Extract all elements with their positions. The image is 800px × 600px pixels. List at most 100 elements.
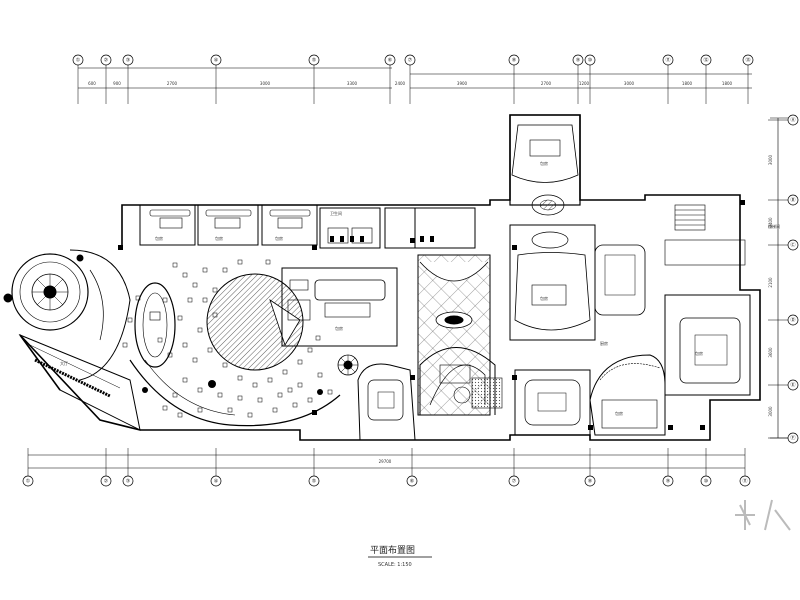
grid-axis-label: ⑧ bbox=[588, 479, 593, 485]
grid-axis-bubble: ⑫ bbox=[700, 54, 712, 66]
chair bbox=[272, 407, 278, 413]
grid-axis-label: ⑩ bbox=[704, 479, 709, 485]
chair bbox=[307, 347, 313, 353]
room-label: 包房 bbox=[615, 410, 623, 416]
chair bbox=[297, 382, 303, 388]
chair bbox=[252, 382, 258, 388]
central-private-room bbox=[281, 267, 398, 347]
grid-axis-bubble: ⑤ bbox=[308, 54, 320, 66]
private-room-right-middle bbox=[509, 224, 646, 341]
room-label: 大厅 bbox=[60, 360, 68, 366]
grid-axis-bubble: Ⓔ bbox=[787, 379, 799, 391]
grid-axis-bubble: ⑨ bbox=[572, 54, 584, 66]
right-dimension-ticks bbox=[768, 119, 788, 439]
drawing-title: 平面布置图 bbox=[370, 544, 415, 556]
grid-axis-bubble: ⑧ bbox=[584, 475, 596, 487]
grid-axis-bubble: ① bbox=[72, 54, 84, 66]
chair bbox=[212, 312, 218, 318]
chair bbox=[197, 327, 203, 333]
hall-chairs bbox=[122, 259, 333, 418]
grid-axis-label: Ⓑ bbox=[790, 197, 795, 204]
chair bbox=[182, 377, 188, 383]
room-label: 包房 bbox=[540, 160, 548, 166]
bottom-dimension-line bbox=[28, 454, 745, 469]
grid-axis-bubble: ③ bbox=[122, 54, 134, 66]
room-label: 厨房 bbox=[600, 340, 608, 346]
room-label: 包房 bbox=[215, 235, 223, 241]
grid-axis-bubble: ⑪ bbox=[739, 475, 751, 487]
chair bbox=[257, 397, 263, 403]
dimension-text: 3000 bbox=[768, 406, 773, 417]
grid-axis-label: ⑪ bbox=[665, 57, 670, 64]
grid-axis-bubble: ⑦ bbox=[404, 54, 416, 66]
curved-hall-wall bbox=[129, 359, 341, 427]
chair bbox=[162, 297, 168, 303]
grid-axis-bubble: ⑥ bbox=[384, 54, 396, 66]
dimension-text: 2100 bbox=[768, 277, 773, 288]
chair bbox=[122, 342, 128, 348]
grid-axis-bubble: ⑧ bbox=[508, 54, 520, 66]
chair bbox=[177, 412, 183, 418]
grid-axis-bubble: Ⓐ bbox=[787, 114, 799, 126]
grid-axis-label: ⑤ bbox=[312, 479, 316, 485]
top-dimension-line bbox=[78, 67, 752, 89]
grid-axis-bubble: ⑥ bbox=[406, 475, 418, 487]
grid-axis-label: Ⓕ bbox=[790, 435, 795, 442]
chair bbox=[307, 397, 313, 403]
grid-axis-label: ③ bbox=[126, 479, 130, 485]
grid-axis-bubble: ① bbox=[22, 475, 34, 487]
chair bbox=[167, 352, 173, 358]
watermark-mark bbox=[735, 499, 791, 531]
curved-hall-wall-inner bbox=[144, 359, 236, 416]
chair bbox=[227, 407, 233, 413]
chair bbox=[297, 359, 303, 365]
chair bbox=[197, 407, 203, 413]
private-room-far-right bbox=[664, 294, 751, 396]
chair bbox=[135, 295, 141, 301]
dimension-text: 900 bbox=[113, 81, 121, 86]
top-dimension-ticks bbox=[77, 65, 749, 104]
right-dimension-line bbox=[770, 117, 790, 439]
bottom-grid-axes: ① ② ③ ④ ⑤ ⑥ ⑦ ⑧ ⑨ ⑩ ⑪ bbox=[22, 475, 751, 487]
chair bbox=[222, 267, 228, 273]
chair bbox=[207, 347, 213, 353]
chair bbox=[277, 392, 283, 398]
chair bbox=[192, 357, 198, 363]
grid-axis-bubble: ③ bbox=[122, 475, 134, 487]
dimension-text: 600 bbox=[88, 81, 96, 86]
grid-axis-bubble: ⑬ bbox=[742, 54, 754, 66]
grid-axis-bubble: ② bbox=[100, 475, 112, 487]
grid-axis-label: ⑬ bbox=[745, 57, 750, 64]
grid-axis-label: ④ bbox=[214, 479, 219, 485]
grid-axis-label: ⑤ bbox=[312, 58, 316, 64]
private-rooms-row-top-left bbox=[139, 204, 476, 249]
grid-axis-bubble: ⑨ bbox=[662, 475, 674, 487]
chair bbox=[172, 392, 178, 398]
grid-axis-bubble: Ⓑ bbox=[787, 194, 799, 206]
dimension-text: 3000 bbox=[624, 81, 635, 86]
grid-axis-label: ③ bbox=[126, 58, 130, 64]
grid-axis-label: ⑦ bbox=[512, 479, 517, 485]
chair bbox=[202, 297, 208, 303]
grid-axis-bubble: ⑩ bbox=[700, 475, 712, 487]
bottom-dimension-ticks bbox=[27, 448, 746, 476]
grid-axis-label: ⑥ bbox=[388, 58, 393, 64]
chair bbox=[315, 335, 321, 341]
grid-axis-label: Ⓐ bbox=[790, 117, 795, 124]
grid-axis-label: ④ bbox=[214, 58, 219, 64]
dimension-text: 2700 bbox=[541, 81, 552, 86]
private-rooms-bottom-right bbox=[514, 354, 666, 436]
grid-axis-label: ⑥ bbox=[410, 479, 415, 485]
grid-axis-bubble: Ⓒ bbox=[787, 239, 799, 251]
chair bbox=[327, 389, 333, 395]
grid-axis-bubble: Ⓕ bbox=[787, 432, 799, 444]
chair bbox=[192, 282, 198, 288]
dimension-text: 2400 bbox=[395, 81, 406, 86]
grid-axis-label: ② bbox=[104, 58, 109, 64]
grid-axis-label: Ⓔ bbox=[790, 382, 795, 389]
grid-axis-label: Ⓒ bbox=[790, 242, 795, 249]
bottom-total-dimension: 29700 bbox=[379, 459, 392, 464]
dimension-text: 3000 bbox=[768, 154, 773, 165]
